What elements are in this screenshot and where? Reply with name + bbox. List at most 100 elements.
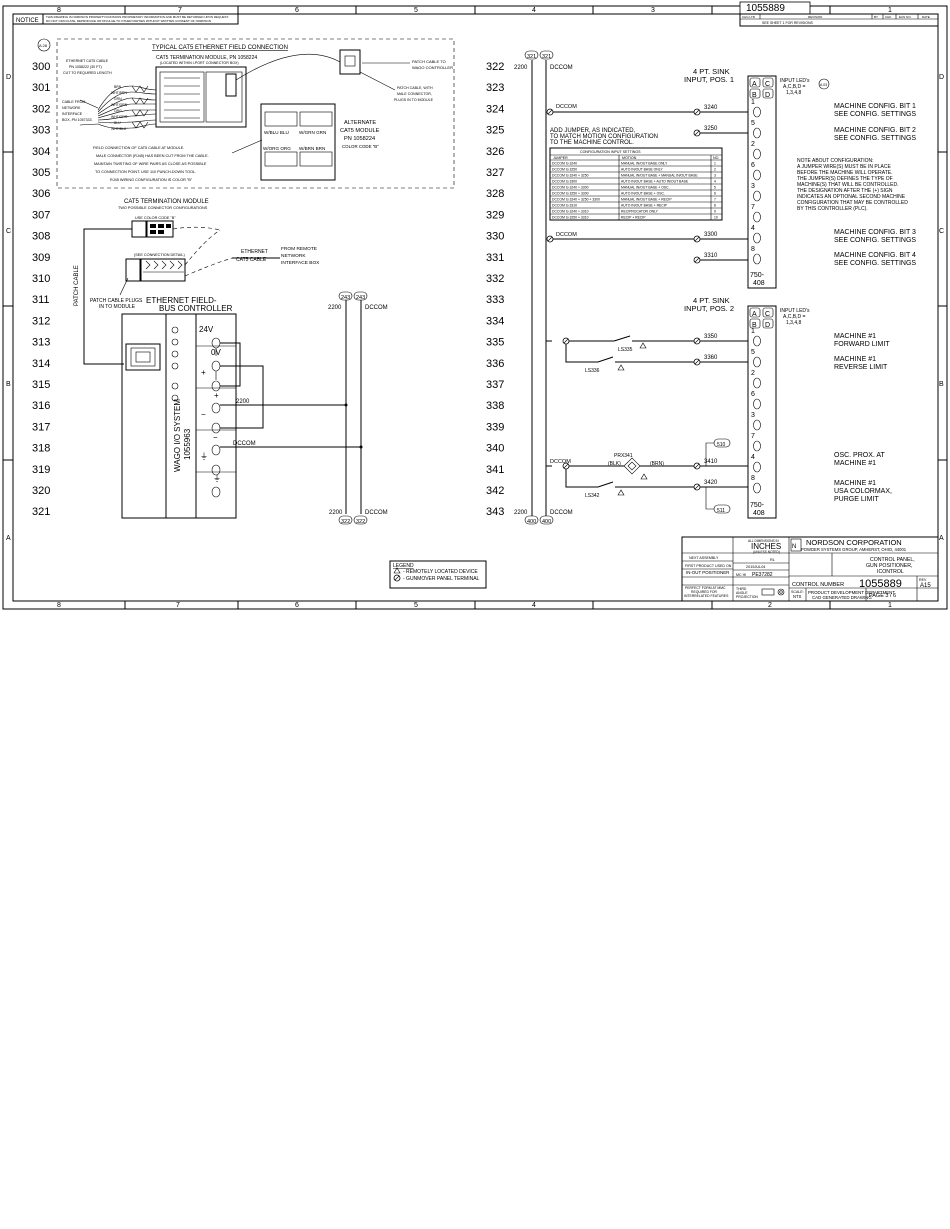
zone-side-d: D: [6, 74, 11, 81]
rung-number: 325: [486, 125, 504, 137]
control-number: 1055889: [859, 578, 902, 590]
rev-header-by: BY: [874, 15, 878, 19]
used-on: IN-OUT POSITIONER: [686, 570, 729, 575]
ref-510: 510: [717, 442, 726, 448]
rev-label: REV: [919, 578, 927, 582]
notice-box: NOTICE THIS DRAWING IS NORDSON PROPERTY/…: [12, 13, 239, 25]
config-row-motion: AUTO IN/OUT BASE + OSC.: [621, 192, 665, 196]
page-number: PAGE 3 / 6: [869, 593, 896, 599]
config-bit-3-b: SEE CONFIG. SETTINGS: [834, 237, 916, 244]
rung-number: 321: [32, 506, 50, 518]
rung-number: 317: [32, 421, 50, 433]
left-rail-top-ref-1: 243: [341, 295, 350, 301]
left-rail-top-label-1: 2200: [328, 305, 342, 311]
cable-label-1: ETHERNET CAT5 CABLE: [66, 59, 109, 63]
rung-number: 311: [32, 294, 50, 306]
right-rail-bot-ref-1: 400: [527, 519, 536, 525]
terminal-screw: [753, 169, 761, 181]
patch-label-1: PATCH CABLE TO: [412, 59, 446, 64]
field-note-1: FIELD CONNECTION OF CAT5 CABLE AT MODULE…: [93, 146, 184, 150]
pos2-module-id-2: 408: [753, 510, 765, 517]
rung-number: 305: [32, 167, 50, 179]
terminal-number: 8: [751, 475, 755, 482]
terminal-screw: [753, 482, 761, 494]
field-note-5: RJ45 WIRING CONFIGURATION IS COLOR "B": [110, 178, 193, 182]
note-line: INDICATES AN OPTIONAL SECOND MACHINE: [797, 194, 906, 200]
config-row-no: 9: [714, 210, 716, 214]
config-header-no: NO.: [713, 156, 719, 160]
pos2-led-c: C: [765, 311, 770, 318]
rung-number: 329: [486, 209, 504, 221]
rev-header-chk: CHK: [885, 15, 891, 19]
alt-module-2: CAT5 MODULE: [340, 128, 380, 134]
right-rail-top-ref-2: 321: [542, 54, 551, 60]
ls336: LS336: [585, 368, 600, 374]
pos2-led-a: A: [752, 311, 757, 318]
terminal-number: 2: [751, 141, 755, 148]
pos2-title-1: 4 PT. SINK: [693, 296, 730, 305]
patch-male-2: MALE CONNECTOR,: [397, 92, 432, 96]
terminal-screw: [753, 335, 761, 347]
pos1-led-c: C: [765, 81, 770, 88]
rung-number: 302: [32, 103, 50, 115]
add-jumper-3: TO THE MACHINE CONTROL.: [550, 140, 634, 146]
zone-bottom-8: 8: [57, 602, 61, 609]
config-row-motion: MANUAL IN/OUT BASE + OSC.: [621, 186, 670, 190]
wire-3300: 3300: [704, 232, 718, 238]
terminal-screw: [753, 148, 761, 160]
nordson-logo: [790, 538, 802, 552]
wire-dccom-label: DCCOM: [233, 441, 256, 447]
terminal-ground-1: ⏚: [200, 452, 208, 461]
terminal-screw: [753, 419, 761, 431]
rev-1: MACHINE #1: [834, 356, 876, 363]
terminal-ground-2: ⏚: [213, 474, 221, 483]
rung-number: 313: [32, 337, 50, 349]
pos1-title-1: 4 PT. SINK: [693, 67, 730, 76]
pos2-led-b: B: [752, 322, 757, 329]
config-header-motion: MOTION: [622, 156, 637, 160]
units-sub: (UNLESS NOTED): [753, 550, 780, 554]
alt-pairs-bottom-2: W/BRN BRN: [299, 146, 325, 151]
config-row-jumper: DCCOM to 3250 + 3310: [552, 216, 589, 220]
rung-number: 306: [32, 188, 50, 200]
see-detail: (SEE CONNECTION DETAIL): [134, 253, 186, 257]
input-module-pos1: 4 PT. SINK INPUT, POS. 1 A C B D INPUT L…: [684, 67, 830, 289]
third-angle-3: PROJECTION: [736, 595, 758, 599]
perfect-form-2: REQUIRED FOR: [691, 590, 718, 594]
dccom-324: DCCOM: [556, 104, 577, 110]
alt-module-box: [260, 103, 336, 181]
input-module-pos2: 4 PT. SINK INPUT, POS. 2 A C B D INPUT L…: [684, 296, 810, 519]
config-bit-4-a: MACHINE CONFIG. BIT 4: [834, 252, 916, 259]
wire-color-5: ORG: [114, 109, 122, 113]
config-row-jumper: DCCOM to 3240 + 3250: [552, 174, 589, 178]
rung-number: 330: [486, 231, 504, 243]
config-row-no: 1: [714, 162, 716, 166]
config-row-jumper: DCCOM to 3240 + 3300: [552, 186, 589, 190]
terminal-number: 1: [751, 328, 755, 335]
note-line: MACHINE(S) THAT WILL BE CONTROLLED.: [797, 182, 899, 188]
zone-top-4: 4: [532, 7, 536, 14]
pos2-module-id-1: 750-: [750, 502, 765, 509]
config-row-motion: AUTO IN/OUT BASE + RECIP: [621, 204, 668, 208]
alt-pairs-top-2: W/GRN GRN: [299, 130, 326, 135]
terminal-number: 8: [751, 246, 755, 253]
use-color: USE COLOR CODE "B": [135, 216, 176, 220]
zone-side-b-right: B: [939, 381, 944, 388]
config-row-no: 4: [714, 180, 716, 184]
terminal-plus-2: +: [214, 391, 219, 400]
drawn-by: RL: [770, 558, 775, 562]
right-rail-bot-label-1: 2200: [514, 510, 528, 516]
pos2-wiring: LS335 3350 LS336 3360 DCCOM PRX341 (BLK)…: [546, 333, 892, 514]
ls335: LS335: [618, 347, 633, 353]
pos1-module-id-1: 750-: [750, 272, 765, 279]
left-power-rails: 243 243 2200 DCCOM 322 322 2200 DCCOM: [328, 291, 388, 525]
alt-module-3: PN 1058224: [344, 136, 375, 142]
rung-number: 304: [32, 146, 50, 158]
rung-number: 310: [32, 273, 50, 285]
typical-connection-detail: A 28 TYPICAL CAT5 ETHERNET FIELD CONNECT…: [37, 38, 455, 189]
wire-3240: 3240: [704, 105, 718, 111]
ref-511: 511: [717, 508, 725, 514]
patch-plug: [339, 49, 361, 75]
config-row-no: 6: [714, 192, 716, 196]
config-title: CONFIGURATION INPUT SETTINGS: [580, 150, 641, 154]
